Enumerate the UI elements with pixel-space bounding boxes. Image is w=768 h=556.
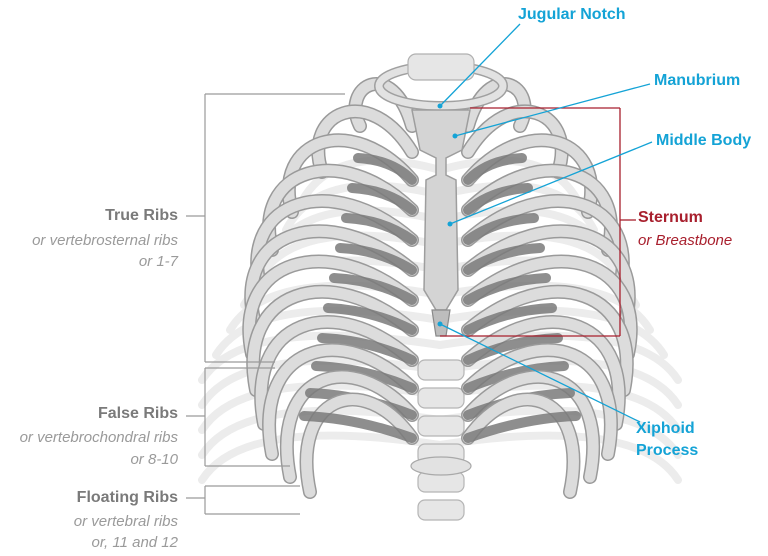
rib — [462, 106, 568, 178]
true-ribs-subtitle-1: or vertebrosternal ribs — [32, 232, 178, 249]
vertebra-body — [410, 456, 472, 476]
rib — [243, 256, 418, 360]
callout-dot — [437, 103, 443, 109]
xiphoid-leader — [439, 323, 641, 423]
manubrium-label: Manubrium — [654, 72, 741, 89]
true-ribs-title: True Ribs — [105, 207, 178, 224]
sternum-sublabel: or Breastbone — [638, 232, 733, 249]
callout-dot — [447, 221, 453, 227]
costal-cartilage — [463, 333, 563, 365]
costal-cartilage — [353, 153, 417, 185]
costal-cartilage — [341, 213, 417, 245]
vertebra — [417, 499, 465, 521]
middle-body-label: Middle Body — [656, 132, 752, 149]
callout-dot — [437, 321, 443, 327]
rib — [281, 371, 418, 483]
false-ribs-title: False Ribs — [97, 405, 178, 422]
rib — [263, 344, 418, 460]
upper-vertebra — [407, 53, 475, 81]
rib — [462, 344, 617, 460]
costal-cartilage — [463, 183, 533, 215]
false-ribs-subtitle-1: or vertebrochondral ribs — [19, 429, 178, 446]
rib — [462, 256, 637, 360]
vertebra — [417, 387, 465, 409]
callout-dot — [452, 133, 458, 139]
costal-cartilage — [463, 303, 557, 335]
costal-cartilage — [463, 153, 527, 185]
costal-cartilage — [311, 361, 417, 393]
rib — [247, 286, 418, 396]
costal-cartilage — [317, 333, 417, 365]
false-ribs-subtitle-2: or 8-10 — [130, 451, 178, 468]
vertebra — [417, 415, 465, 437]
costal-cartilage — [463, 273, 551, 305]
costal-cartilage — [323, 303, 417, 335]
back-rib — [436, 156, 584, 209]
costal-cartilage — [463, 361, 569, 393]
costal-cartilage — [347, 183, 417, 215]
vertebra — [417, 359, 465, 381]
rib — [312, 106, 418, 178]
xiphoid-label-2: Process — [636, 442, 699, 459]
rib — [462, 225, 635, 326]
rib — [245, 225, 418, 326]
back-rib — [296, 156, 444, 209]
leader-lines — [186, 23, 653, 515]
costal-cartilage — [335, 243, 417, 275]
costal-cartilage — [299, 411, 417, 443]
jugular-notch-leader — [439, 23, 521, 107]
rib — [462, 316, 625, 430]
rib — [462, 394, 579, 498]
sternum-label: Sternum — [638, 209, 703, 226]
true-ribs-subtitle-2: or 1-7 — [138, 253, 178, 270]
manubrium-leader — [454, 83, 651, 137]
rib — [462, 286, 633, 396]
middle-body-leader — [449, 141, 653, 225]
costal-cartilage — [463, 213, 539, 245]
floating-ribs-subtitle-1: or vertebral ribs — [73, 513, 178, 530]
jugular-notch-label: Jugular Notch — [518, 6, 626, 23]
rib — [255, 316, 418, 430]
costal-cartilage — [463, 411, 581, 443]
back-rib — [198, 431, 444, 484]
costal-cartilage — [329, 273, 417, 305]
rib — [462, 371, 599, 483]
floating-ribs-subtitle-2: or, 11 and 12 — [91, 534, 178, 551]
costal-cartilage — [463, 243, 545, 275]
floating-ribs-title: Floating Ribs — [76, 489, 178, 506]
xiphoid-label-1: Xiphoid — [636, 420, 695, 437]
rib-cage-illustration — [198, 53, 682, 521]
rib — [301, 394, 418, 498]
